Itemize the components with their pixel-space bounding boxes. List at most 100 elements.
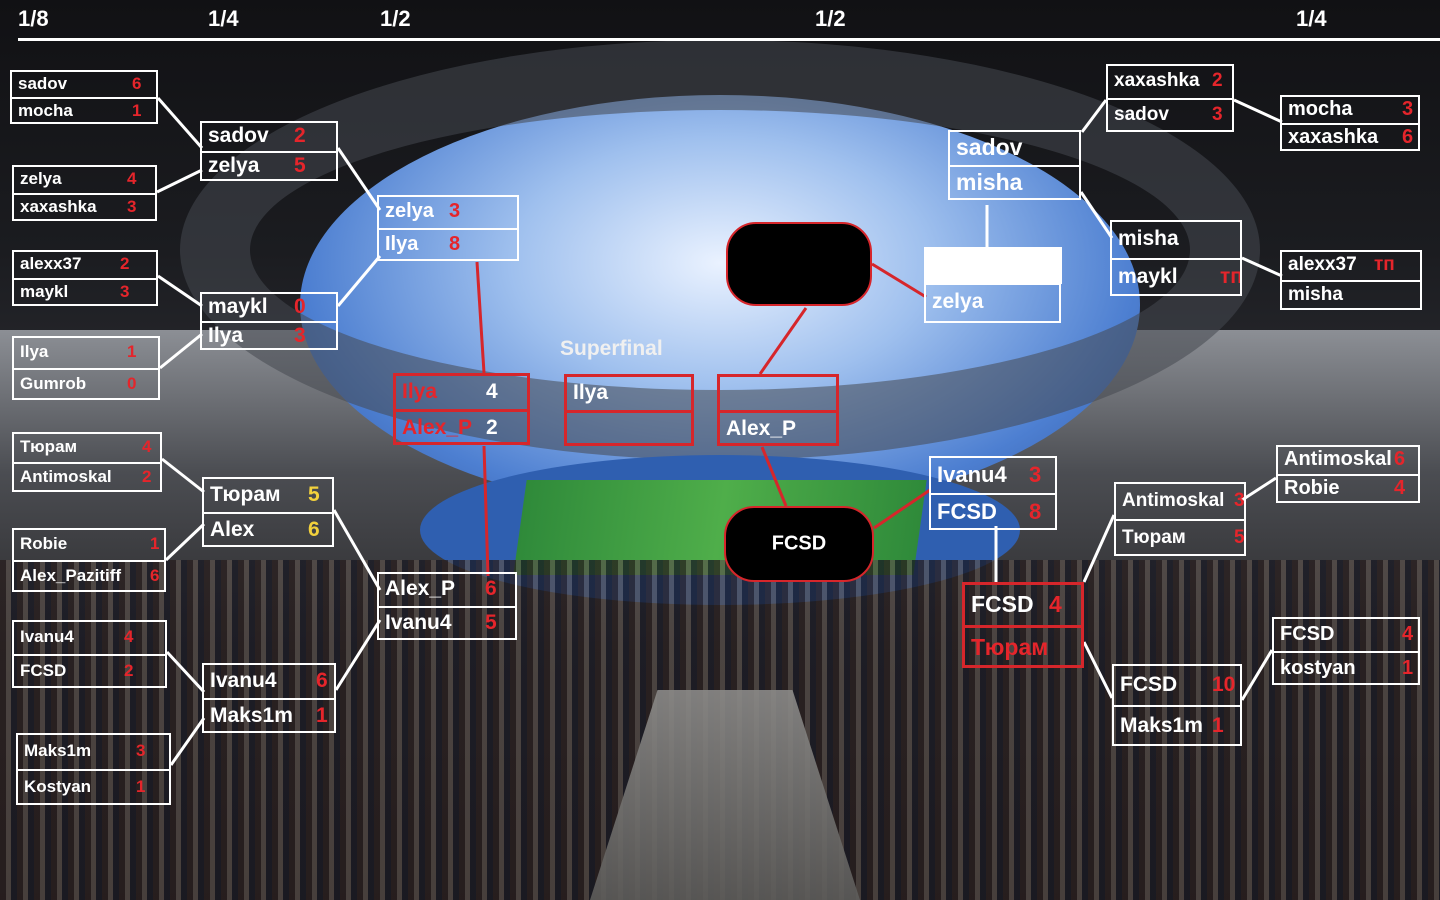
player-score: 2 [124,661,134,680]
player-name: maykl [208,295,268,318]
player-score: 3 [127,197,137,216]
match-row: Alex_P [720,410,836,443]
match-box: Alex_P [717,374,839,446]
match-box: mishamayklтп [1110,220,1242,296]
player-score: 4 [486,380,498,403]
player-score: 4 [1394,477,1406,499]
player-name: FCSD [1120,673,1178,696]
player-name: Maks1m [24,741,92,760]
player-name: Kostyan [24,777,92,796]
player-name: xaxashka [1114,70,1200,91]
connector-line [760,446,788,507]
player-score: 5 [485,611,497,634]
match-row [720,377,836,410]
connector-line [475,261,486,374]
player-score: 6 [1394,448,1406,470]
match-row: xaxashka 3 [14,193,155,219]
player-name: xaxashka [1288,126,1379,148]
match-row: misha [1282,280,1420,308]
connector-line [1233,98,1283,124]
player-name: misha [1288,284,1343,305]
player-name: Gumrob [20,374,87,393]
player-name: Maks1m [1120,714,1203,737]
connector-line [1082,514,1116,583]
player-score: 3 [449,200,461,222]
connector-line [334,619,382,691]
player-name: sadov [1114,104,1169,125]
connector-line [336,255,382,307]
player-name: Ivanu4 [385,611,452,634]
player-name: zelya [932,290,984,313]
player-score: 3 [120,282,130,301]
player-name: Тюрам [1122,527,1186,548]
match-row: misha [1112,222,1240,258]
player-name: maykl [20,282,69,301]
player-score: 6 [316,669,328,692]
player-score: 2 [142,467,152,486]
round-header-line [18,38,1440,41]
player-score: 6 [485,577,497,600]
player-score: 3 [294,324,306,347]
match-row: Тюрам [965,625,1081,665]
player-score: 1 [132,101,142,120]
player-score: 2 [1212,70,1223,91]
player-score: 4 [124,627,134,646]
player-name: misha [956,169,1023,195]
player-name: Robie [20,534,68,553]
player-score: 1 [316,704,328,727]
player-name: mocha [1288,98,1353,120]
player-score: 3 [1402,98,1414,120]
player-name: FCSD [1280,623,1335,645]
match-row: Ivanu4 5 [379,606,515,638]
player-name: Ivanu4 [937,462,1007,487]
player-name: Тюрам [210,483,281,506]
match-row: mayklтп [1112,258,1240,294]
connector-line [156,168,203,194]
player-name: Тюрам [20,437,78,456]
player-name: Antimoskal [1122,490,1225,511]
player-name: Ilya [385,233,419,255]
player-score: 3 [1029,462,1042,487]
connector-line [1241,256,1283,278]
winner-blob-label: FCSD [771,532,827,555]
player-name: Тюрам [971,634,1049,660]
player-score: 6 [132,74,142,93]
player-name: xaxashka [20,197,97,216]
connector-line [1240,649,1274,701]
player-name: Maks1m [210,704,293,727]
player-name: Robie [1284,477,1340,499]
player-name: Ilya [402,380,438,403]
superfinal-label: Superfinal [560,337,663,360]
